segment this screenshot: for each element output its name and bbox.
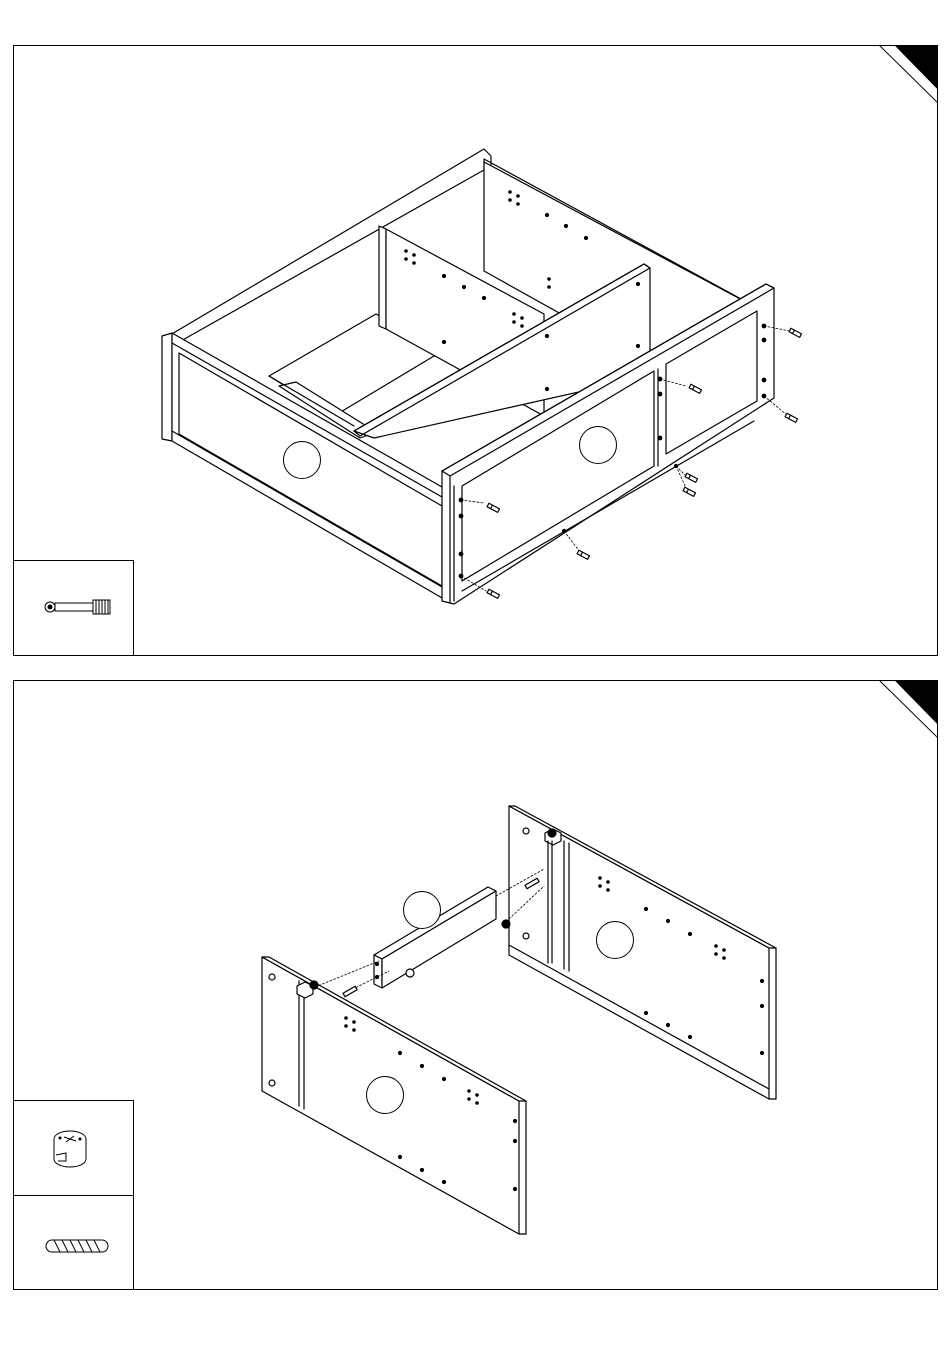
hardware-box-dowel — [13, 1195, 134, 1290]
part-callout-5 — [366, 1076, 404, 1114]
cam-lock-icon — [14, 1101, 135, 1197]
step-1-illustration — [14, 46, 938, 656]
step-2-illustration — [14, 681, 938, 1290]
step-1-panel — [13, 45, 938, 656]
right-large-panel — [509, 806, 776, 1099]
wooden-dowel-icon — [14, 1196, 135, 1290]
part-callout-2 — [579, 426, 617, 464]
middle-rail — [374, 887, 510, 988]
part-callout-1 — [283, 441, 321, 479]
hardware-box-cam-lock — [13, 1100, 134, 1196]
part-callout-3 — [403, 891, 441, 929]
step-1-corner-tab — [880, 46, 938, 104]
cam-bolt-icon — [14, 561, 135, 656]
hardware-box-cam-bolt — [13, 560, 134, 656]
step-2-corner-tab — [880, 681, 938, 739]
part-callout-4 — [596, 921, 634, 959]
step-2-panel — [13, 680, 938, 1290]
